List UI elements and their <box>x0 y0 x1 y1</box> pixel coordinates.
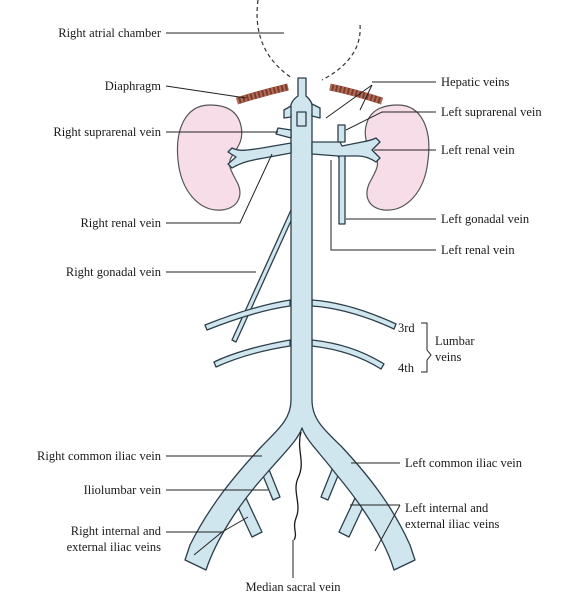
lumbar-vein-3rd-right <box>204 299 291 331</box>
label-median-sacral-vein: Median sacral vein <box>245 580 341 594</box>
label-left-gonadal-vein: Left gonadal vein <box>441 212 530 226</box>
right-kidney <box>176 104 243 211</box>
left-gonadal-vein-shape <box>338 155 346 225</box>
label-lumbar-4th: 4th <box>398 361 415 375</box>
label-left-common-iliac-vein: Left common iliac vein <box>405 456 523 470</box>
label-diaphragm: Diaphragm <box>105 79 162 93</box>
right-hepatic-vein <box>283 105 292 119</box>
left-renal-vein-shape <box>311 137 381 163</box>
label-left-renal-vein-upper: Left renal vein <box>441 143 515 157</box>
label-lumbar-veins-1: Lumbar <box>435 334 475 348</box>
label-lumbar-veins-2: veins <box>435 350 462 364</box>
left-suprarenal-vein-shape <box>337 124 346 143</box>
label-left-internal-external-2: external iliac veins <box>405 517 500 531</box>
label-right-internal-external-2: external iliac veins <box>67 540 162 554</box>
label-left-renal-vein-lower: Left renal vein <box>441 243 515 257</box>
median-sacral-vein <box>293 431 302 541</box>
label-right-suprarenal-vein: Right suprarenal vein <box>53 125 161 139</box>
lumbar-vein-4th-left <box>311 339 385 370</box>
right-suprarenal-vein-shape <box>275 127 292 139</box>
lumbar-vein-4th-right <box>213 339 291 368</box>
label-right-renal-vein: Right renal vein <box>80 216 161 230</box>
label-hepatic-veins: Hepatic veins <box>441 75 510 89</box>
leader-lines <box>165 32 436 578</box>
label-right-internal-external-1: Right internal and <box>71 524 162 538</box>
inferior-vena-cava <box>184 77 416 571</box>
label-right-common-iliac-vein: Right common iliac vein <box>37 449 162 463</box>
label-iliolumbar-vein: Iliolumbar vein <box>84 483 162 497</box>
label-left-suprarenal-vein: Left suprarenal vein <box>441 105 542 119</box>
heart-outline <box>256 0 361 81</box>
labels: Right atrial chamber Diaphragm Right sup… <box>37 26 542 594</box>
lumbar-bracket <box>421 322 432 373</box>
label-left-internal-external-1: Left internal and <box>405 501 489 515</box>
hepatic-vein-center <box>296 111 307 127</box>
left-kidney <box>364 104 430 211</box>
label-lumbar-3rd: 3rd <box>398 321 415 335</box>
label-right-atrial-chamber: Right atrial chamber <box>58 26 162 40</box>
vein-network <box>184 77 416 571</box>
right-renal-vein-shape <box>227 142 292 169</box>
right-gonadal-vein-shape <box>231 209 296 343</box>
lumbar-vein-3rd-left <box>311 299 397 330</box>
label-right-gonadal-vein: Right gonadal vein <box>66 265 162 279</box>
diaphragm-band <box>235 83 384 105</box>
left-hepatic-vein <box>311 103 321 119</box>
